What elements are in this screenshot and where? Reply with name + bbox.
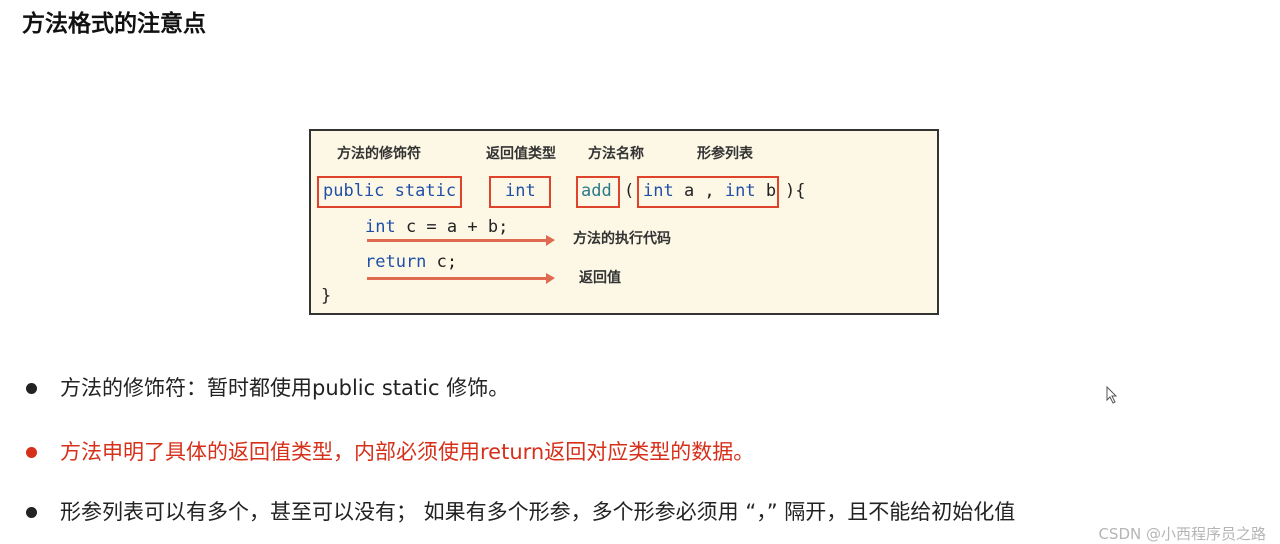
- bullet-return-type: 方法申明了具体的返回值类型，内部必须使用return返回对应类型的数据。: [60, 440, 755, 464]
- code-keyword: int: [365, 217, 396, 237]
- modifier-highlight: [317, 176, 462, 208]
- watermark: CSDN @小西程序员之路: [1098, 525, 1266, 543]
- code-modifier: public static: [323, 181, 457, 201]
- code-keyword: return: [365, 252, 427, 272]
- label-return-value: 返回值: [579, 270, 621, 286]
- bullet-icon: [26, 383, 37, 394]
- code-line-body: int c = a + b;: [365, 217, 508, 237]
- return-type-highlight: [489, 176, 551, 208]
- label-modifier: 方法的修饰符: [337, 146, 421, 162]
- method-name-highlight: [576, 176, 620, 208]
- code-param-type: int: [724, 181, 756, 201]
- bullet-modifier: 方法的修饰符：暂时都使用public static 修饰。: [60, 376, 510, 400]
- code-method-name: add: [581, 181, 612, 201]
- code-param-b: b: [755, 181, 777, 201]
- label-params: 形参列表: [697, 146, 753, 162]
- code-text: c = a + b;: [395, 217, 509, 237]
- code-params: int a , int b: [643, 181, 776, 201]
- arrow-icon: [367, 235, 555, 246]
- code-param-a: a ,: [673, 181, 725, 201]
- mouse-cursor-icon: [1106, 386, 1118, 404]
- code-closing-brace: }: [321, 286, 332, 306]
- label-body: 方法的执行代码: [573, 231, 671, 247]
- code-line-return: return c;: [365, 252, 457, 272]
- bullet-icon: [26, 447, 37, 458]
- params-highlight: [637, 176, 779, 208]
- code-text: c;: [426, 252, 458, 272]
- page-title: 方法格式的注意点: [22, 11, 206, 37]
- code-close: ){: [785, 181, 806, 201]
- code-return-type: int: [505, 181, 536, 201]
- arrow-icon: [367, 273, 555, 284]
- label-return-type: 返回值类型: [486, 146, 556, 162]
- code-param-type: int: [643, 181, 674, 201]
- method-format-diagram: 方法的修饰符 返回值类型 方法名称 形参列表 public static int…: [309, 129, 939, 315]
- bullet-icon: [26, 507, 37, 518]
- bullet-params: 形参列表可以有多个，甚至可以没有； 如果有多个形参，多个形参必须用 “，” 隔开…: [60, 500, 1016, 524]
- label-method-name: 方法名称: [588, 146, 644, 162]
- code-open-paren: (: [624, 181, 635, 201]
